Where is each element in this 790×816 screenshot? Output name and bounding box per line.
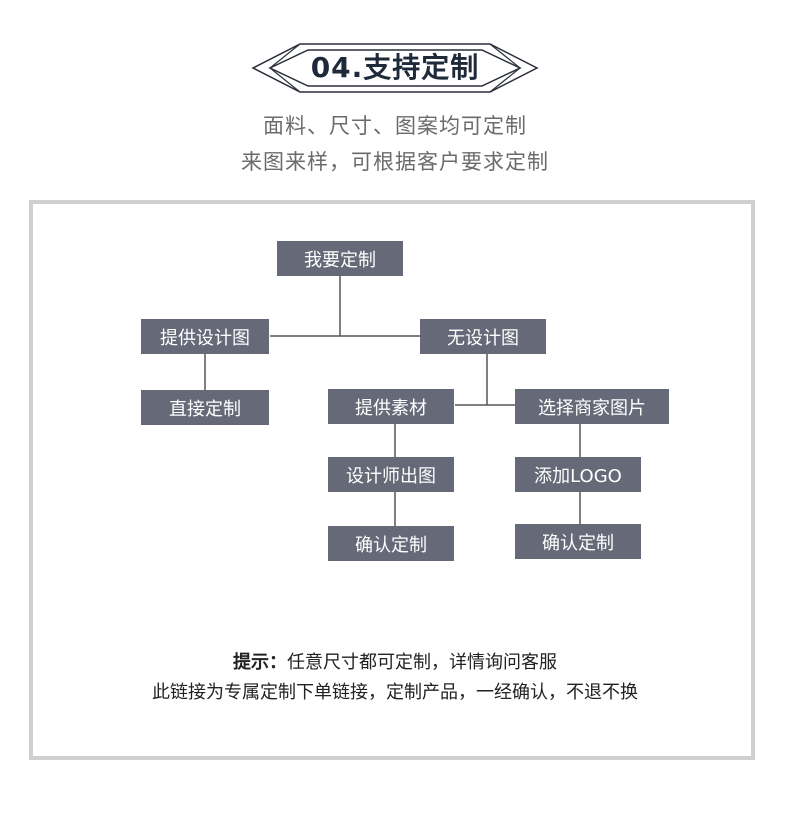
node-root: 我要定制: [277, 241, 403, 276]
node-add-logo: 添加LOGO: [515, 457, 641, 492]
node-designer-draw: 设计师出图: [328, 457, 454, 492]
node-confirm-custom-left: 确认定制: [328, 526, 454, 561]
header-banner-decoration: [251, 43, 539, 93]
notice-label: 提示：: [233, 652, 287, 673]
section-title: 04.支持定制: [310, 51, 480, 84]
notice-text-1: 任意尺寸都可定制，详情询问客服: [287, 652, 557, 673]
banner-left-chevron-icon: [269, 43, 301, 93]
node-choose-merchant-image: 选择商家图片: [515, 389, 669, 424]
node-direct-custom: 直接定制: [141, 390, 269, 425]
node-provide-design: 提供设计图: [141, 319, 269, 354]
subtitle-line-1: 面料、尺寸、图案均可定制: [263, 114, 527, 138]
node-provide-material: 提供素材: [328, 389, 454, 424]
subtitle-line-2: 来图来样，可根据客户要求定制: [241, 150, 549, 174]
notice-line-2: 此链接为专属定制下单链接，定制产品，一经确认，不退不换: [152, 682, 638, 703]
node-confirm-custom-right: 确认定制: [515, 524, 641, 559]
banner-right-chevron-icon: [489, 43, 521, 93]
node-no-design: 无设计图: [420, 319, 546, 354]
notice-line-1: 提示：任意尺寸都可定制，详情询问客服: [0, 648, 790, 674]
